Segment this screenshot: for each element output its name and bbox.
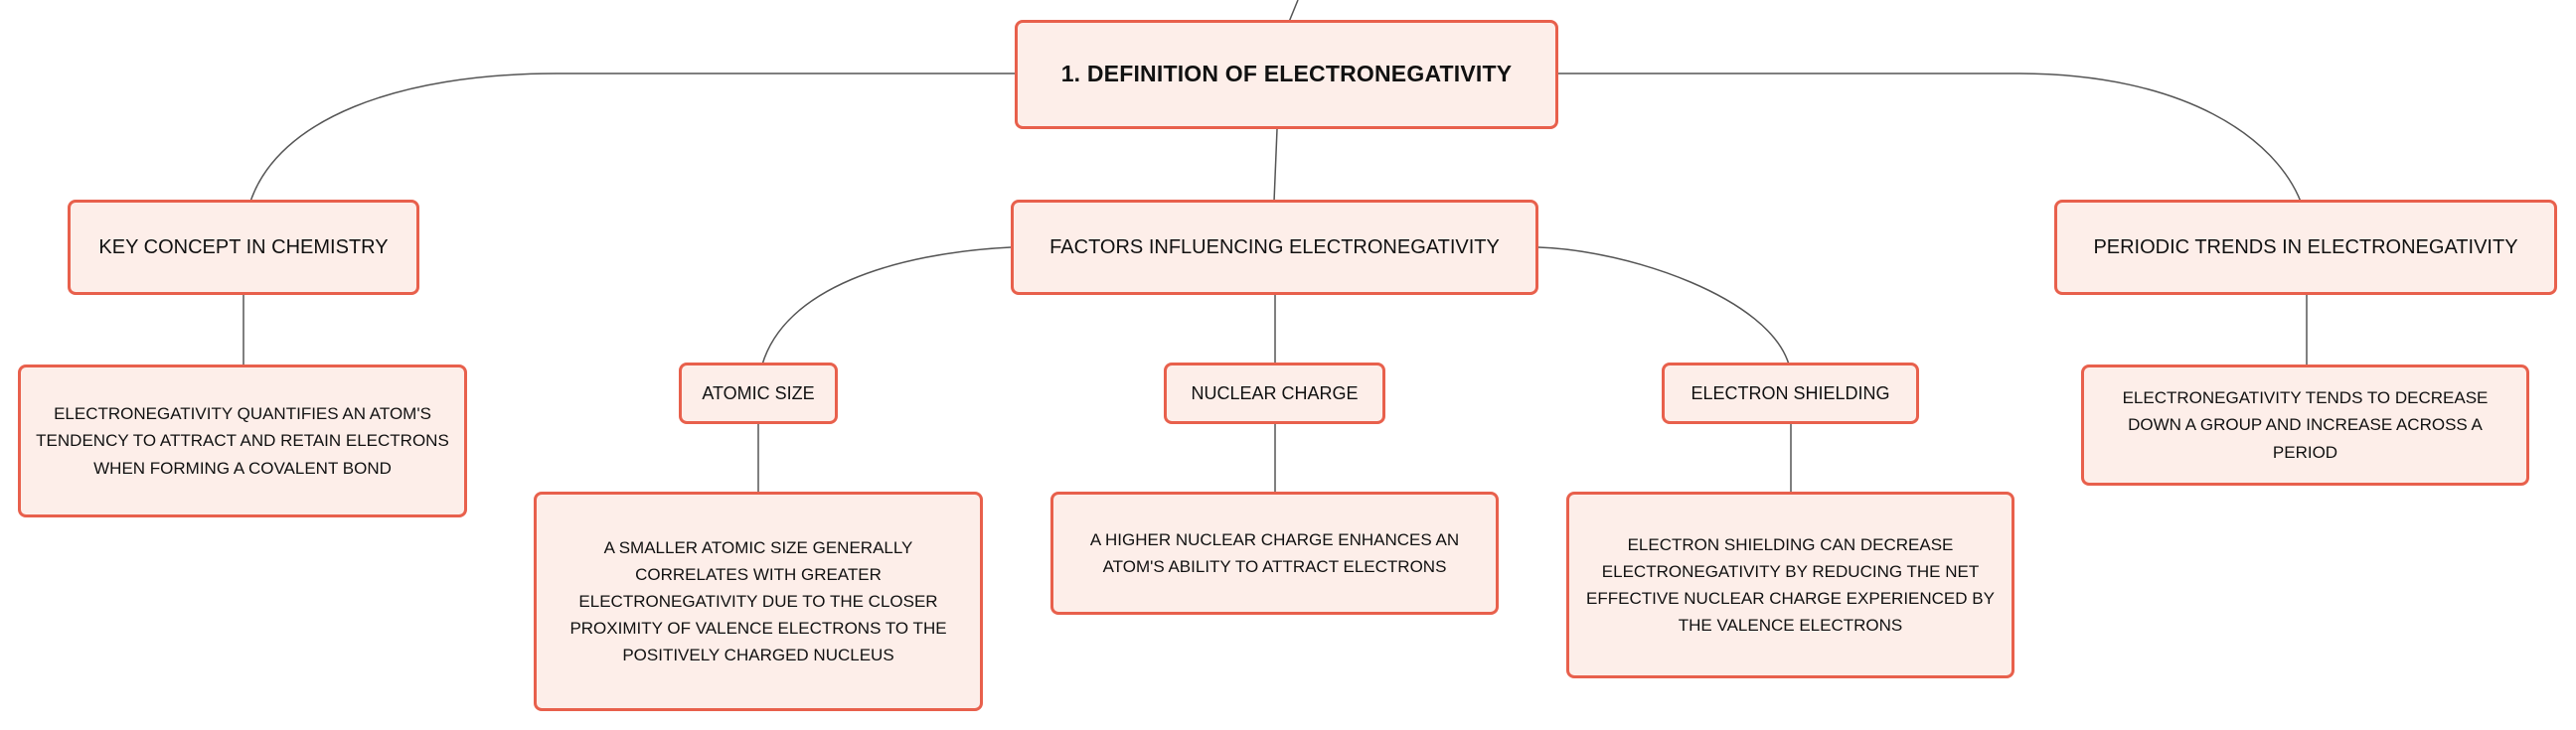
nuclear-charge-label: NUCLEAR CHARGE — [1191, 382, 1359, 403]
factors-node[interactable]: FACTORS INFLUENCING ELECTRONEGATIVITY — [1011, 200, 1538, 295]
factors-label: FACTORS INFLUENCING ELECTRONEGATIVITY — [1049, 235, 1500, 258]
connector-root-factors — [1273, 128, 1278, 203]
connector-factors-atomic-size — [761, 246, 1012, 365]
atomic-size-detail-text: A SMALLER ATOMIC SIZE GENERALLY CORRELAT… — [569, 537, 947, 665]
nuclear-charge-node[interactable]: NUCLEAR CHARGE — [1164, 363, 1385, 424]
periodic-trends-node[interactable]: PERIODIC TRENDS IN ELECTRONEGATIVITY — [2054, 200, 2557, 295]
key-concept-label: KEY CONCEPT IN CHEMISTRY — [98, 235, 389, 258]
key-concept-node[interactable]: KEY CONCEPT IN CHEMISTRY — [68, 200, 419, 295]
connector-root-parent — [1288, 0, 1299, 23]
connector-factors-electron-shielding — [1537, 246, 1790, 365]
electron-shielding-node[interactable]: ELECTRON SHIELDING — [1662, 363, 1919, 424]
periodic-trends-label: PERIODIC TRENDS IN ELECTRONEGATIVITY — [2093, 235, 2518, 258]
electron-shielding-detail-text: ELECTRON SHIELDING CAN DECREASE ELECTRON… — [1586, 534, 1995, 636]
nuclear-charge-detail-text: A HIGHER NUCLEAR CHARGE ENHANCES AN ATOM… — [1089, 529, 1460, 576]
electron-shielding-label: ELECTRON SHIELDING — [1690, 382, 1890, 403]
electron-shielding-detail-node[interactable]: ELECTRON SHIELDING CAN DECREASE ELECTRON… — [1566, 492, 2014, 678]
connector-root-periodic-trends — [1558, 73, 2302, 203]
key-concept-detail-text: ELECTRONEGATIVITY QUANTIFIES AN ATOM'S T… — [36, 404, 449, 478]
connector-root-key-concept — [249, 73, 1015, 203]
key-concept-detail-node[interactable]: ELECTRONEGATIVITY QUANTIFIES AN ATOM'S T… — [18, 365, 467, 517]
atomic-size-detail-node[interactable]: A SMALLER ATOMIC SIZE GENERALLY CORRELAT… — [534, 492, 983, 711]
periodic-trends-detail-text: ELECTRONEGATIVITY TENDS TO DECREASE DOWN… — [2122, 388, 2489, 462]
atomic-size-node[interactable]: ATOMIC SIZE — [679, 363, 838, 424]
root-topic-label: 1. DEFINITION OF ELECTRONEGATIVITY — [1060, 61, 1513, 87]
periodic-trends-detail-node[interactable]: ELECTRONEGATIVITY TENDS TO DECREASE DOWN… — [2081, 365, 2529, 486]
nuclear-charge-detail-node[interactable]: A HIGHER NUCLEAR CHARGE ENHANCES AN ATOM… — [1050, 492, 1499, 615]
root-topic-node[interactable]: 1. DEFINITION OF ELECTRONEGATIVITY — [1015, 20, 1558, 129]
atomic-size-label: ATOMIC SIZE — [702, 382, 815, 403]
